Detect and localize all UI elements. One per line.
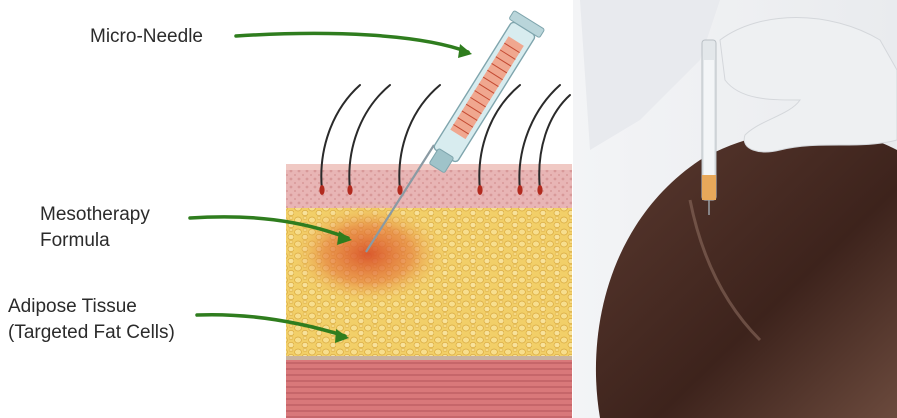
mesotherapy-label-line1: Mesotherapy [40,204,150,225]
epidermis-line [286,164,572,170]
skin-cross-section [286,164,572,418]
fascia-line [286,356,572,360]
injection-spread [288,202,448,306]
needle-pointer [236,33,468,52]
micro-needle-label: Micro-Needle [90,26,203,47]
photo-panel [573,0,897,418]
adipose-label-line1: Adipose Tissue [8,296,137,317]
mesotherapy-label-line2: Formula [40,230,110,251]
adipose-label-line2: (Targeted Fat Cells) [8,322,175,343]
muscle-layer [286,360,572,418]
syringe-photo [702,40,716,215]
dermis-layer [286,164,572,208]
